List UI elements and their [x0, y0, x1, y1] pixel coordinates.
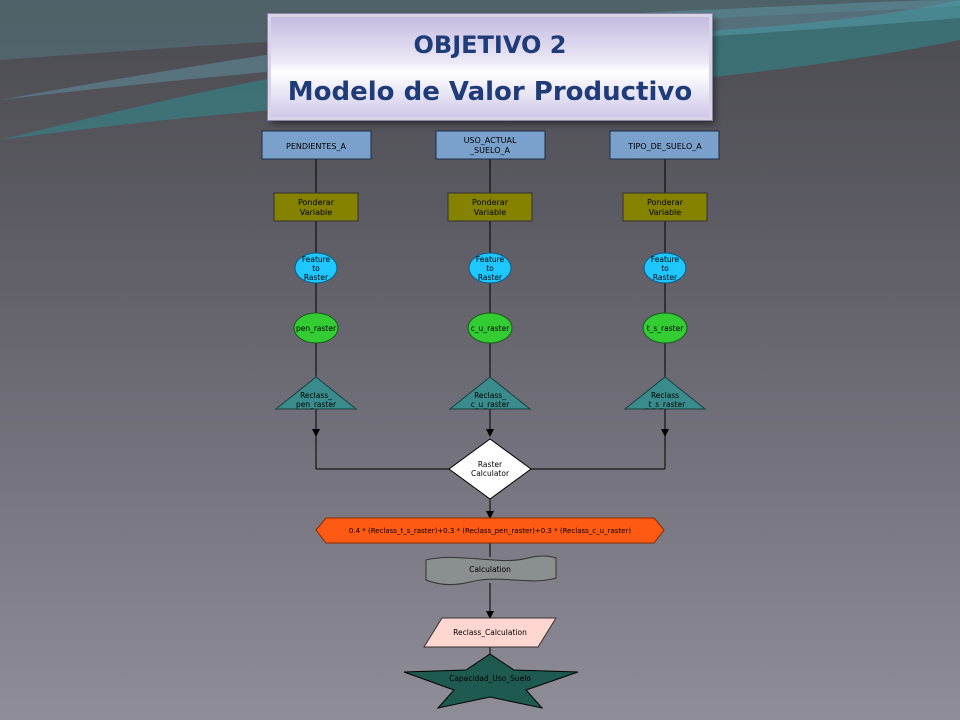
input-pendientes-box: [261, 130, 372, 160]
tool-2-label-2: to: [486, 264, 494, 273]
reclass-cu-label-1: Reclass_: [474, 391, 506, 400]
reclass-pen: [274, 376, 358, 410]
title-objective: OBJETIVO 2: [413, 31, 567, 59]
input-tipo-suelo-box: [609, 130, 720, 160]
tool-3-label-3: Raster: [653, 273, 678, 282]
expression-label: 0.4 * (Reclass_t_s_raster)+0.3 * (Reclas…: [349, 527, 631, 535]
raster-cu-label: c_u_raster: [471, 324, 511, 333]
tool-1-label-1: Feature: [302, 255, 331, 264]
input-uso-actual-label-1: USO_ACTUAL: [464, 136, 517, 145]
title-box: OBJETIVO 2 Modelo de Valor Productivo: [267, 13, 713, 121]
raster-calculator-label-1: Raster: [478, 460, 503, 469]
tool-2-label-1: Feature: [476, 255, 505, 264]
title-model-name: Modelo de Valor Productivo: [287, 77, 693, 107]
raster-calculator-label-2: Calculator: [471, 469, 510, 478]
reclass-cu-label-2: c_u_raster: [471, 400, 511, 409]
output-star: [403, 653, 579, 709]
raster-calculator-diamond: [448, 438, 532, 500]
raster-cu: [467, 312, 513, 344]
weight-tipo-suelo-label-1: Ponderar: [647, 198, 684, 207]
reclass-calculation-label: Reclass_Calculation: [453, 628, 527, 637]
weight-tipo-suelo-label-2: Variable: [649, 208, 681, 217]
tool-3-label-1: Feature: [651, 255, 680, 264]
reclass-pen-label-2: pen_raster: [296, 400, 337, 409]
weight-pendientes-box: [273, 192, 359, 222]
weight-pendientes-label-1: Ponderar: [298, 198, 335, 207]
tool-1-label-2: to: [312, 264, 320, 273]
weight-tipo-suelo-box: [622, 192, 708, 222]
weight-uso-actual-box: [447, 192, 533, 222]
reclass-cu: [448, 376, 532, 410]
output-label: Capacidad_Uso_Suelo: [449, 674, 531, 683]
tool-3-label-2: to: [661, 264, 669, 273]
column-pendientes: PENDIENTES_A Ponderar Variable Feature t…: [261, 130, 372, 410]
tool-feature-to-raster-3: [643, 252, 687, 284]
raster-pen-label: pen_raster: [296, 324, 337, 333]
weight-uso-actual-label-1: Ponderar: [472, 198, 509, 207]
tool-1-label-3: Raster: [304, 273, 329, 282]
raster-pen: [293, 312, 339, 344]
reclass-calculation-shape: [423, 617, 557, 648]
calculation-label: Calculation: [469, 565, 511, 574]
connectors: [312, 159, 669, 654]
raster-ts: [642, 312, 688, 344]
column-uso-actual: USO_ACTUAL _SUELO_A Ponderar Variable Fe…: [435, 130, 546, 410]
tool-2-label-3: Raster: [478, 273, 503, 282]
column-tipo-suelo: TIPO_DE_SUELO_A Ponderar Variable Featur…: [609, 130, 720, 410]
reclass-pen-label-1: Reclass_: [300, 391, 332, 400]
raster-ts-label: t_s_raster: [647, 324, 684, 333]
reclass-ts: [623, 376, 707, 410]
tool-feature-to-raster-2: [468, 252, 512, 284]
input-pendientes-label: PENDIENTES_A: [286, 142, 346, 151]
tool-feature-to-raster-1: [294, 252, 338, 284]
reclass-ts-label-1: Reclass: [651, 391, 679, 400]
weight-uso-actual-label-2: Variable: [474, 208, 506, 217]
input-uso-actual-label-2: _SUELO_A: [469, 146, 510, 155]
input-tipo-suelo-label: TIPO_DE_SUELO_A: [627, 142, 702, 151]
expression-shape: [315, 517, 665, 544]
calculation-shape: [425, 555, 557, 586]
reclass-ts-label-2: _t_s_raster: [644, 400, 686, 409]
input-uso-actual-box: [435, 130, 546, 160]
weight-pendientes-label-2: Variable: [300, 208, 332, 217]
